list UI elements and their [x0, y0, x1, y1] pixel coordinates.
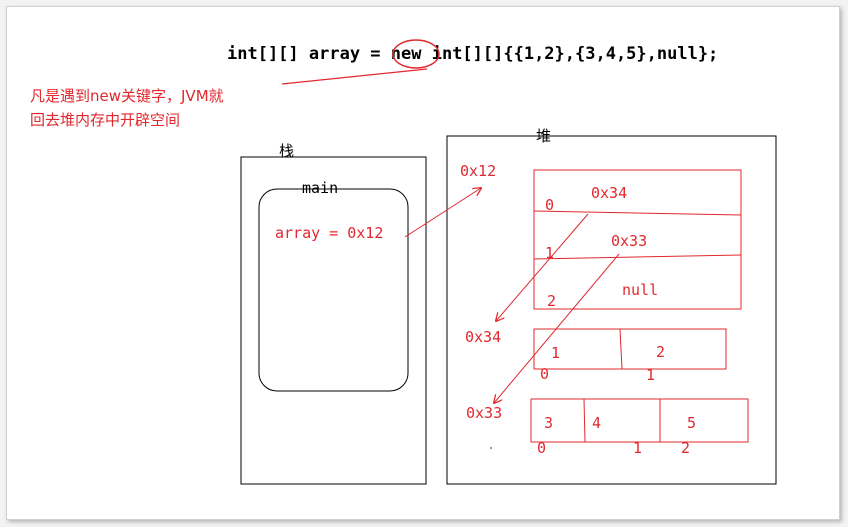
annotation-pointer-line — [281, 68, 428, 85]
outer-index-1: 1 — [545, 244, 554, 262]
inner-array-2-divider-1 — [583, 398, 586, 443]
memory-diagram: int[][] array = new int[][]{{1,2},{3,4,5… — [30, 39, 777, 485]
inner-array-1-divider — [619, 328, 623, 370]
heap-title: 堆 — [536, 127, 551, 145]
outer-value-0: 0x34 — [591, 184, 627, 202]
stack-to-outer-array-arrow — [404, 188, 481, 238]
diagram-frame: int[][] array = new int[][]{{1,2},{3,4,5… — [6, 6, 840, 520]
outer-index-0: 0 — [545, 196, 554, 214]
inner-array-1-index-1: 1 — [646, 366, 655, 384]
keyword-highlight-ellipse — [392, 39, 440, 69]
inner-array-2-address: 0x33 — [466, 404, 502, 422]
outer-array-divider-2 — [533, 254, 742, 260]
outer-value-1: 0x33 — [611, 232, 647, 250]
outer-value-2: null — [622, 281, 658, 299]
heap-box — [446, 135, 777, 485]
inner-array-2-index-0: 0 — [537, 439, 546, 457]
stack-title: 栈 — [279, 142, 294, 160]
inner-array-2-index-2: 2 — [681, 439, 690, 457]
inner-array-1-value-0: 1 — [551, 344, 560, 362]
inner-array-2-value-0: 3 — [544, 414, 553, 432]
code-keyword: new — [391, 44, 422, 64]
outer-array-address: 0x12 — [460, 162, 496, 180]
inner-array-2-value-2: 5 — [687, 414, 696, 432]
annotation-line-2: 回去堆内存中开辟空间 — [30, 111, 180, 129]
inner-array-1-value-1: 2 — [656, 343, 665, 361]
main-frame-label: main — [302, 179, 338, 197]
outer-index-2: 2 — [547, 292, 556, 310]
index0-to-inner-array-1-arrow — [496, 213, 589, 321]
inner-array-1-address: 0x34 — [465, 328, 501, 346]
inner-array-2-value-1: 4 — [592, 414, 601, 432]
index1-to-inner-array-2-arrow — [494, 253, 620, 403]
code-line: int[][] array = new int[][]{{1,2},{3,4,5… — [227, 44, 718, 64]
outer-array-divider-1 — [533, 210, 742, 216]
stack-variable: array = 0x12 — [275, 224, 383, 242]
outer-array-box — [533, 169, 742, 310]
code-suffix: int[][]{{1,2},{3,4,5},null}; — [421, 44, 718, 64]
annotation-line-1: 凡是遇到new关键字，JVM就 — [30, 87, 224, 105]
inner-array-2-index-1: 1 — [633, 439, 642, 457]
code-prefix: int[][] array = — [227, 44, 391, 64]
inner-array-1-index-0: 0 — [540, 365, 549, 383]
inner-array-2-box — [530, 398, 749, 443]
stack-box — [240, 156, 427, 485]
stray-dot — [490, 447, 492, 449]
main-frame-box — [258, 188, 409, 392]
inner-array-1-box — [533, 328, 727, 370]
